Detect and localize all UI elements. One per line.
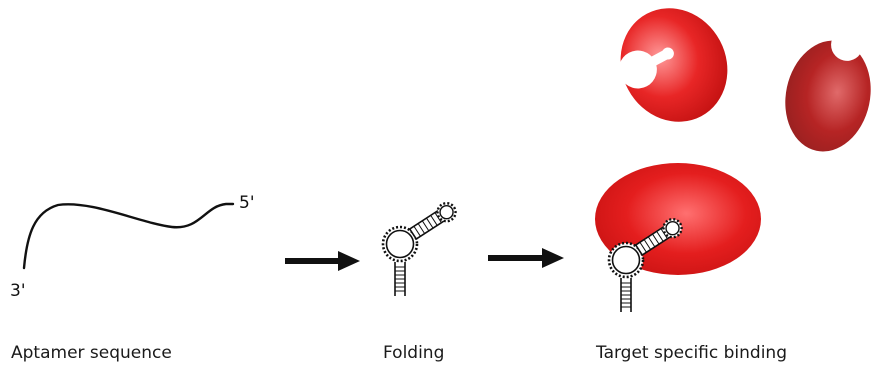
five-prime-label: 5': [239, 193, 255, 213]
caption-aptamer-sequence: Aptamer sequence: [11, 343, 172, 363]
caption-folding: Folding: [383, 343, 444, 363]
caption-target-binding: Target specific binding: [596, 343, 787, 363]
target-molecule-with-pocket: [601, 0, 747, 141]
folded-aptamer-icon: [383, 200, 459, 296]
aptamer-strand: [24, 204, 233, 268]
non-target-molecule: [775, 32, 872, 159]
arrow-right-icon: [285, 251, 360, 271]
three-prime-label: 3': [10, 281, 26, 301]
arrow-right-icon: [488, 248, 564, 268]
